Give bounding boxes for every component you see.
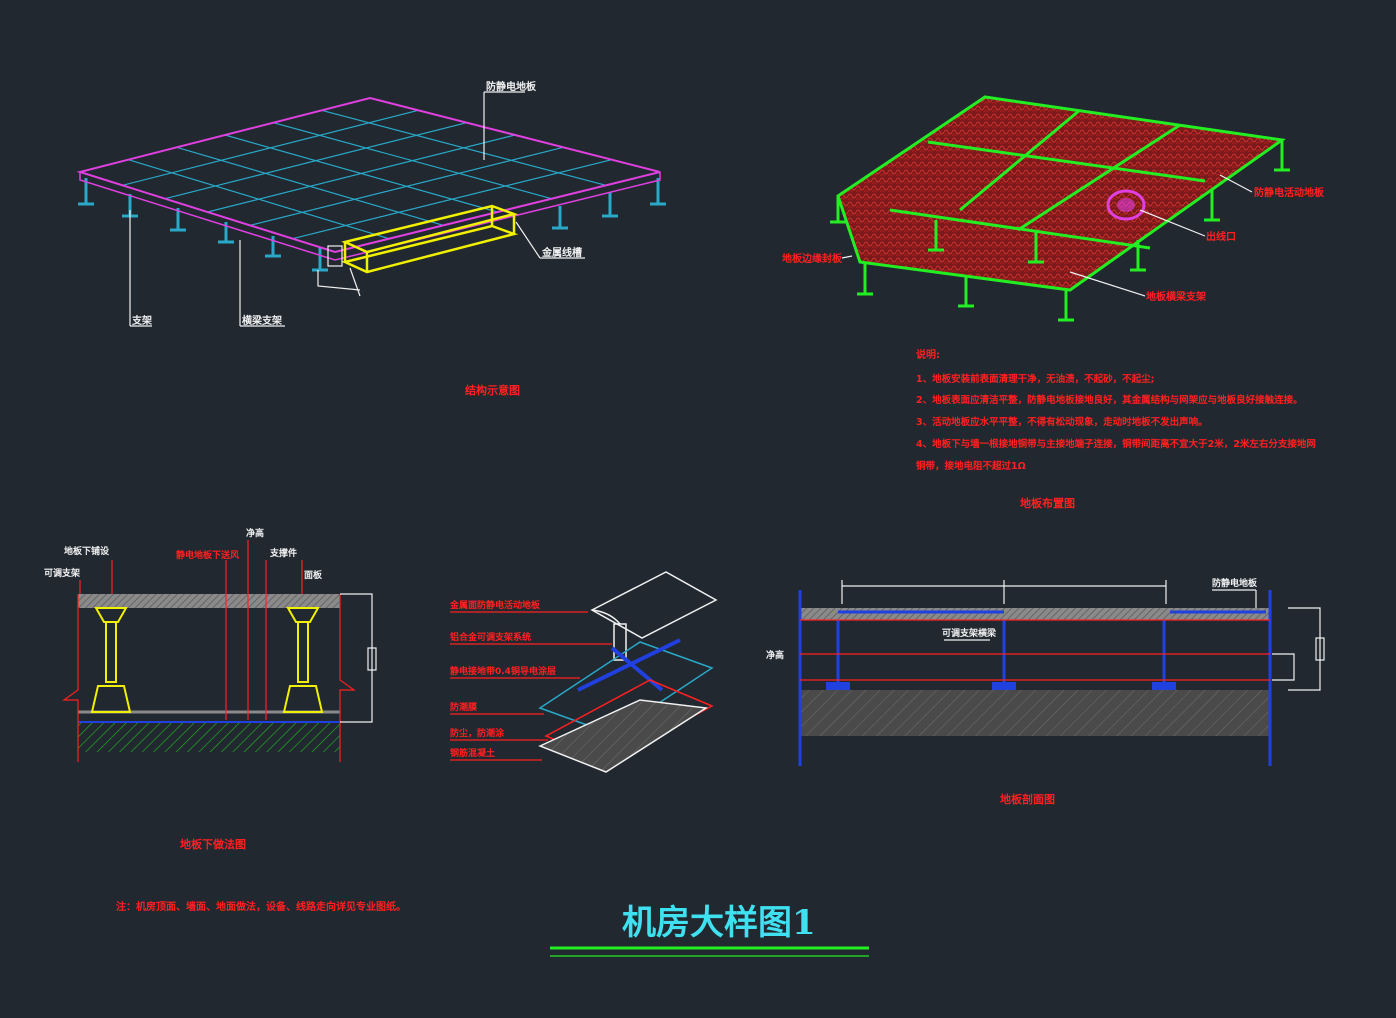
notes-item-1: 1、地板安装前表面清理干净，无油渍，不起砂，不起尘; (916, 373, 1154, 385)
laying-caption: 地板布置图 (1020, 496, 1075, 510)
exploded-view: 金属面防静电活动地板 铝合金可调支架系统 静电接地带0.4铜导电涂层 防潮膜 防… (449, 571, 718, 773)
section-label-panel-top: 面板 (304, 569, 323, 581)
section-label-lower-edge: 地板下铺设 (64, 545, 110, 557)
laying-view: 防静电活动地板 出线口 地板边缘封板 地板横梁支架 说明: 1、地板安装前表面清… (782, 95, 1325, 510)
laying-label-cable-hole: 出线口 (1206, 230, 1236, 243)
laying-label-panel: 防静电活动地板 (1254, 186, 1325, 199)
section-caption: 地板下做法图 (180, 837, 246, 851)
structure-view: 防静电地板 金属线槽 支架 横梁支架 结构示意图 (76, 80, 666, 397)
structure-label-beam: 横梁支架 (242, 314, 282, 327)
section-label-height: 净高 (246, 527, 264, 539)
side-caption: 地板剖面图 (1000, 792, 1055, 806)
laying-label-stringer: 地板横梁支架 (1146, 290, 1206, 303)
notes-item-4: 4、地板下与墙一根接地铜带与主接地端子连接，铜带间距离不宜大于2米，2米左右分支… (916, 438, 1316, 450)
structure-label-metal-trough: 金属线槽 (541, 246, 582, 259)
notes-item-3: 3、活动地板应水平平整，不得有松动现象，走动时地板不发出声响。 (916, 416, 1208, 428)
structure-label-support: 支架 (131, 314, 152, 327)
laying-label-edge: 地板边缘封板 (782, 252, 843, 265)
notes-item-2: 2、地板表面应清洁平整，防静电地板接地良好，其金属结构与网架应与地板良好接触连接… (916, 394, 1303, 406)
exploded-label-6: 钢筋混凝土 (450, 747, 495, 759)
section-label-slot: 支撑件 (269, 547, 297, 559)
side-view: 防静电地板 可调支架横梁 净高 地板剖面图 (766, 577, 1325, 806)
exploded-label-4: 防潮膜 (450, 701, 478, 713)
exploded-label-5: 防尘，防潮涂 (450, 727, 505, 739)
side-label-beam: 可调支架横梁 (942, 627, 997, 639)
exploded-label-3: 静电接地带0.4铜导电涂层 (450, 665, 556, 677)
title-block: 机房大样图1 (550, 903, 869, 957)
exploded-label-2: 铝合金可调支架系统 (450, 631, 531, 643)
exploded-label-1: 金属面防静电活动地板 (449, 599, 541, 611)
structure-label-anti-static: 防静电地板 (486, 80, 537, 93)
notes-heading: 说明: (916, 348, 940, 361)
side-label-height: 净高 (766, 649, 784, 661)
footnote: 注：机房顶面、墙面、地面做法，设备、线路走向详见专业图纸。 (116, 900, 406, 913)
section-label-air-slot: 静电地板下送风 (176, 549, 239, 561)
structure-caption: 结构示意图 (464, 383, 520, 397)
section-label-clamp: 可调支架 (44, 567, 80, 579)
side-label-wall-panel: 防静电地板 (1212, 577, 1258, 589)
notes-item-5: 铜带，接地电阻不超过1Ω (916, 460, 1026, 472)
drawing-title: 机房大样图1 (622, 903, 816, 943)
section-view: 地板下铺设 可调支架 静电地板下送风 净高 支撑件 面板 地板下做法图 注：机房… (44, 527, 406, 913)
